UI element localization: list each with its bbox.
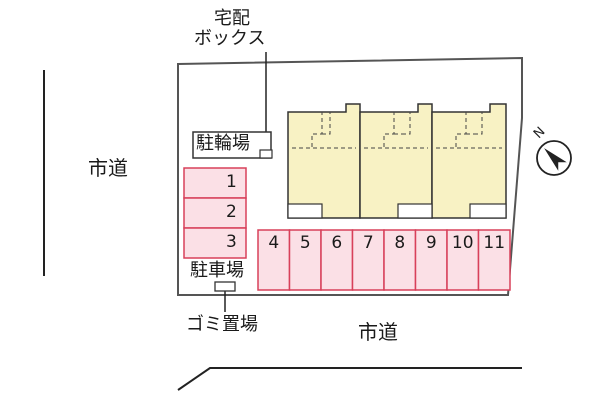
- parking-space-8: [383, 229, 417, 291]
- parking-number: 5: [299, 233, 311, 253]
- building-unit-3: [431, 103, 507, 219]
- delivery-box-marker: [259, 149, 273, 159]
- parking-number: 2: [226, 202, 237, 222]
- parking-space-6: [320, 229, 354, 291]
- entrance-3: [469, 203, 507, 219]
- car-parking-label: 駐車場: [190, 260, 244, 281]
- parking-space-3: [183, 227, 247, 259]
- parking-number: 1: [226, 172, 237, 192]
- interior-dash-1: [292, 112, 356, 149]
- road-bottom-label: 市道: [358, 320, 398, 344]
- parking-number: 6: [331, 233, 343, 253]
- bicycle-parking-label: 駐輪場: [196, 133, 250, 154]
- building: [287, 103, 507, 219]
- parking-bottom-row: [257, 229, 511, 291]
- north-compass-icon: N: [531, 124, 572, 176]
- delivery-box-label-line2: ボックス: [194, 28, 266, 49]
- bicycle-parking-box: [192, 131, 272, 159]
- building-unit-2: [359, 103, 433, 219]
- delivery-box-label-line1: 宅配: [214, 8, 250, 29]
- parking-number: 9: [425, 233, 437, 253]
- interior-dash-3: [436, 112, 502, 149]
- road-left-label: 市道: [88, 156, 128, 180]
- compass-arrow-icon: [544, 148, 567, 171]
- building-unit-1: [287, 103, 361, 219]
- parking-number: 10: [451, 233, 474, 253]
- garbage-area-box: [214, 281, 236, 292]
- parking-number: 3: [226, 232, 237, 252]
- parking-number: 11: [483, 233, 506, 253]
- parking-space-1: [183, 167, 247, 199]
- garbage-area-label: ゴミ置場: [186, 314, 258, 335]
- parking-number: 4: [268, 233, 280, 253]
- entrance-1: [287, 203, 323, 219]
- parking-number: 8: [394, 233, 406, 253]
- interior-dash-2: [364, 112, 428, 149]
- parking-space-4: [257, 229, 291, 291]
- parking-number: 7: [362, 233, 374, 253]
- compass-north-letter: N: [531, 124, 548, 141]
- entrance-2: [397, 203, 433, 219]
- parking-space-11: [477, 229, 511, 291]
- road-bottom-edge: [177, 367, 522, 391]
- parking-space-9: [414, 229, 448, 291]
- parking-space-10: [446, 229, 480, 291]
- parking-left-column: [183, 167, 247, 259]
